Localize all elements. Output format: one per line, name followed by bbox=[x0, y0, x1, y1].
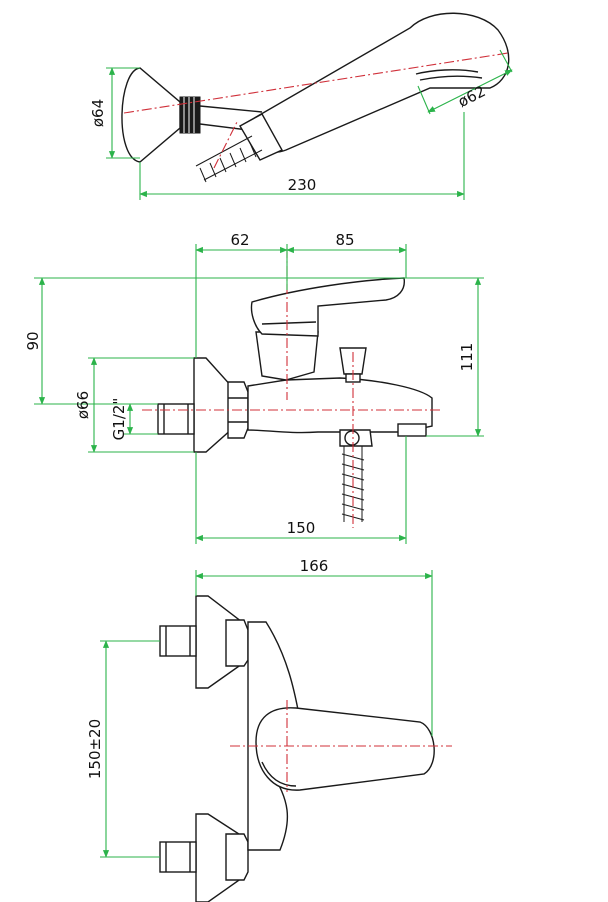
mixer-plan-view: 166 150±20 bbox=[86, 557, 452, 902]
wall-bracket-bell bbox=[121, 67, 181, 163]
hand-shower-body bbox=[243, 12, 510, 153]
dim-centers: 150±20 bbox=[86, 719, 104, 779]
dim-flange-diameter: ø66 bbox=[74, 391, 92, 419]
shower-hose bbox=[195, 135, 263, 183]
hand-shower-view: ø64 ø62 230 bbox=[89, 12, 513, 200]
mixer-lever bbox=[250, 277, 405, 337]
bottom-hex-nut bbox=[225, 833, 249, 881]
plan-lever bbox=[255, 707, 435, 791]
dim-height-111: 111 bbox=[458, 343, 476, 372]
shower-axis bbox=[123, 52, 509, 114]
mixer-front-view: 62 85 90 111 ø66 G1/2" 150 bbox=[24, 231, 484, 544]
dim-height-90: 90 bbox=[24, 331, 42, 350]
dim-thread: G1/2" bbox=[110, 398, 128, 441]
bracket-arm bbox=[199, 105, 263, 131]
dim-head-diameter: ø64 bbox=[89, 99, 107, 127]
mixer-body bbox=[247, 377, 433, 434]
dim-axis-to-lever: 85 bbox=[335, 231, 354, 249]
dim-width-150: 150 bbox=[287, 519, 316, 537]
spout-outlet bbox=[397, 423, 427, 437]
dim-line-shower-diameter bbox=[427, 69, 513, 113]
top-hex-nut bbox=[225, 619, 249, 667]
dim-width-166: 166 bbox=[300, 557, 329, 575]
hose-connector bbox=[239, 113, 283, 161]
wall-bracket-collar bbox=[179, 96, 201, 134]
dim-left-to-axis: 62 bbox=[230, 231, 249, 249]
dim-length: 230 bbox=[288, 176, 317, 194]
